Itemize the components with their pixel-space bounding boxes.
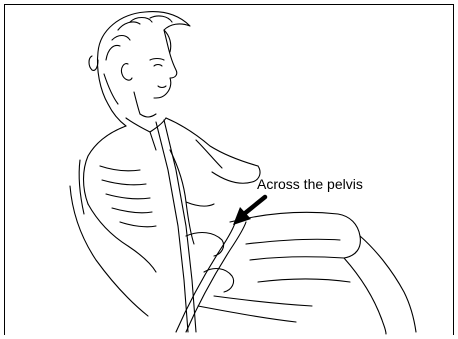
legs	[198, 212, 416, 334]
torso	[84, 118, 261, 272]
face	[121, 30, 176, 114]
seat-back	[70, 160, 148, 316]
collar	[126, 114, 166, 150]
callout-label: Across the pelvis	[257, 176, 363, 192]
arrow-icon	[233, 197, 265, 225]
seat-belt	[156, 120, 246, 332]
